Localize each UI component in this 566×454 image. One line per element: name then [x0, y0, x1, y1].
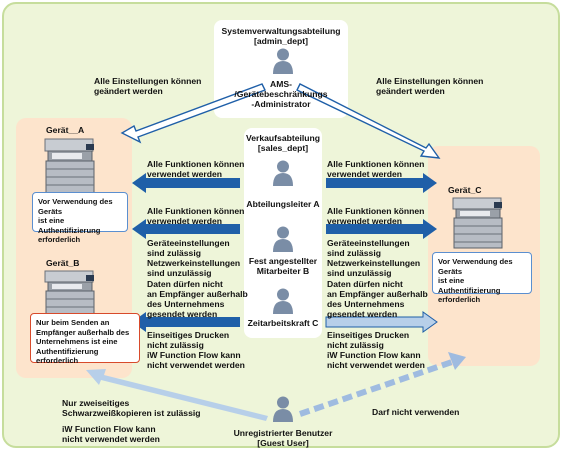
row-c-right-arrow — [325, 311, 438, 333]
employee-b-label: Fest angestellter Mitarbeiter B — [248, 256, 318, 276]
row-a-left-arrow — [132, 173, 240, 193]
admin-to-device-c-arrow — [296, 83, 441, 159]
guest-to-device-c-arrowhead — [448, 352, 466, 370]
device-a-printer-icon — [44, 138, 95, 194]
temp-c-person-icon — [273, 288, 293, 314]
right-row-a-text: Alle Funktionen können verwendet werden — [327, 159, 425, 179]
device-a-note: Vor Verwendung des Geräts ist eine Authe… — [32, 192, 128, 244]
admin-right-arrow-text: Alle Einstellungen können geändert werde… — [376, 76, 484, 96]
guest-left-text-bottom: iW Function Flow kann nicht verwendet we… — [62, 424, 160, 444]
employee-b-person-icon — [273, 226, 293, 252]
temp-c-label: Zeitarbeitskraft C — [247, 318, 319, 328]
admin-left-arrow-text: Alle Einstellungen können geändert werde… — [94, 76, 202, 96]
row-a-right-arrow — [326, 173, 437, 193]
guest-person-icon — [273, 396, 293, 422]
guest-left-text-top: Nur zweiseitiges Schwarzweißkopieren ist… — [62, 398, 201, 418]
manager-a-label: Abteilungsleiter A — [246, 199, 320, 209]
device-b-printer-icon — [44, 270, 95, 315]
guest-to-device-b-arrow — [86, 369, 268, 421]
device-b-note: Nur beim Senden an Empfänger außerhalb d… — [30, 313, 140, 365]
device-c-label: Gerät_C — [448, 185, 482, 195]
device-c-note: Vor Verwendung des Geräts ist eine Authe… — [432, 252, 532, 304]
left-row-c-text-top: Daten dürfen nicht an Empfänger außerhal… — [147, 279, 248, 319]
device-c-printer-icon — [452, 197, 503, 249]
guest-right-text: Darf nicht verwenden — [372, 407, 460, 417]
left-row-b-text-top: Alle Funktionen können verwendet werden — [147, 206, 245, 226]
right-row-b-text-top: Alle Funktionen können verwendet werden — [327, 206, 425, 226]
admin-to-device-a-arrow — [120, 83, 266, 144]
device-b-label: Gerät_B — [46, 258, 80, 268]
admin-role-label: AMS- /Gerätebeschränkungs -Administrator — [234, 79, 328, 109]
admin-dept-label: Systemverwaltungsabteilung [admin_dept] — [221, 26, 341, 46]
sales-dept-label: Verkaufsabteilung [sales_dept] — [245, 133, 321, 153]
row-c-left-arrow — [132, 312, 240, 332]
row-b-left-arrow — [132, 219, 240, 239]
admin-person-icon — [273, 48, 293, 74]
row-b-right-arrow — [326, 219, 437, 239]
left-row-c-text-bottom: Einseitiges Drucken nicht zulässig iW Fu… — [147, 330, 245, 370]
guest-to-device-c-arrow — [299, 359, 453, 417]
right-row-c-text-bottom: Einseitiges Drucken nicht zulässig iW Fu… — [327, 330, 425, 370]
manager-a-person-icon — [273, 160, 293, 186]
left-row-a-text: Alle Funktionen können verwendet werden — [147, 159, 245, 179]
guest-label: Unregistrierter Benutzer [Guest User] — [233, 428, 333, 448]
right-row-b-text-bottom: Geräteeinstellungen sind zulässig Netzwe… — [327, 238, 421, 278]
right-row-c-text-top: Daten dürfen nicht an Empfänger außerhal… — [327, 279, 428, 319]
device-a-label: Gerät__A — [46, 125, 85, 135]
left-row-b-text-bottom: Geräteeinstellungen sind zulässig Netzwe… — [147, 238, 241, 278]
